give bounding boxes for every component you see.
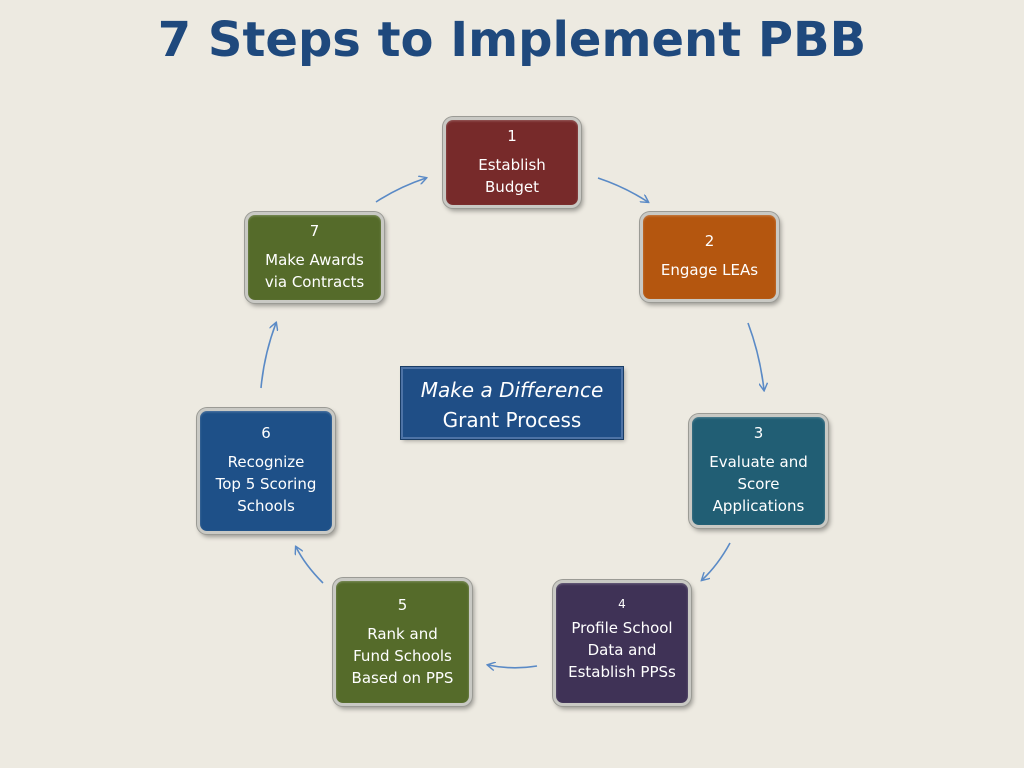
arrow-2-to-3	[747, 322, 764, 390]
step-6-box: 6 Recognize Top 5 Scoring Schools	[197, 408, 335, 534]
arrow-5-to-6	[296, 547, 324, 584]
step-number: 7	[309, 222, 320, 240]
arrow-3-to-4	[702, 542, 731, 580]
step-number: 2	[704, 232, 715, 250]
center-label-line-2: Grant Process	[442, 408, 582, 432]
step-5-box: 5 Rank and Fund Schools Based on PPS	[333, 578, 472, 706]
arrow-1-to-2	[597, 177, 648, 202]
step-label: Engage LEAs	[660, 261, 759, 279]
step-number: 5	[397, 596, 408, 614]
step-number: 4	[618, 597, 626, 611]
center-label-box: Make a Difference Grant Process	[401, 367, 623, 439]
step-label: Establish Budget	[478, 156, 546, 196]
step-label: Profile School Data and Establish PPSs	[568, 619, 676, 681]
step-7-box: 7 Make Awards via Contracts	[245, 212, 384, 303]
page-title: 7 Steps to Implement PBB	[157, 12, 867, 68]
center-label-line-1: Make a Difference	[420, 378, 604, 402]
step-4-box: 4 Profile School Data and Establish PPSs	[553, 580, 691, 706]
step-2-box: 2 Engage LEAs	[640, 212, 779, 302]
step-label: Make Awards via Contracts	[264, 251, 365, 291]
step-label: Evaluate and Score Applications	[709, 453, 808, 515]
step-number: 1	[507, 127, 517, 145]
step-1-box: 1 Establish Budget	[443, 117, 581, 208]
step-number: 6	[261, 424, 271, 442]
step-label: Rank and Fund Schools Based on PPS	[351, 625, 454, 687]
arrow-7-to-1	[375, 178, 426, 203]
step-number: 3	[753, 424, 764, 442]
step-label: Recognize Top 5 Scoring Schools	[215, 453, 317, 515]
step-3-box: 3 Evaluate and Score Applications	[689, 414, 828, 528]
arrow-6-to-7	[260, 323, 276, 389]
arrow-4-to-5	[488, 665, 538, 668]
